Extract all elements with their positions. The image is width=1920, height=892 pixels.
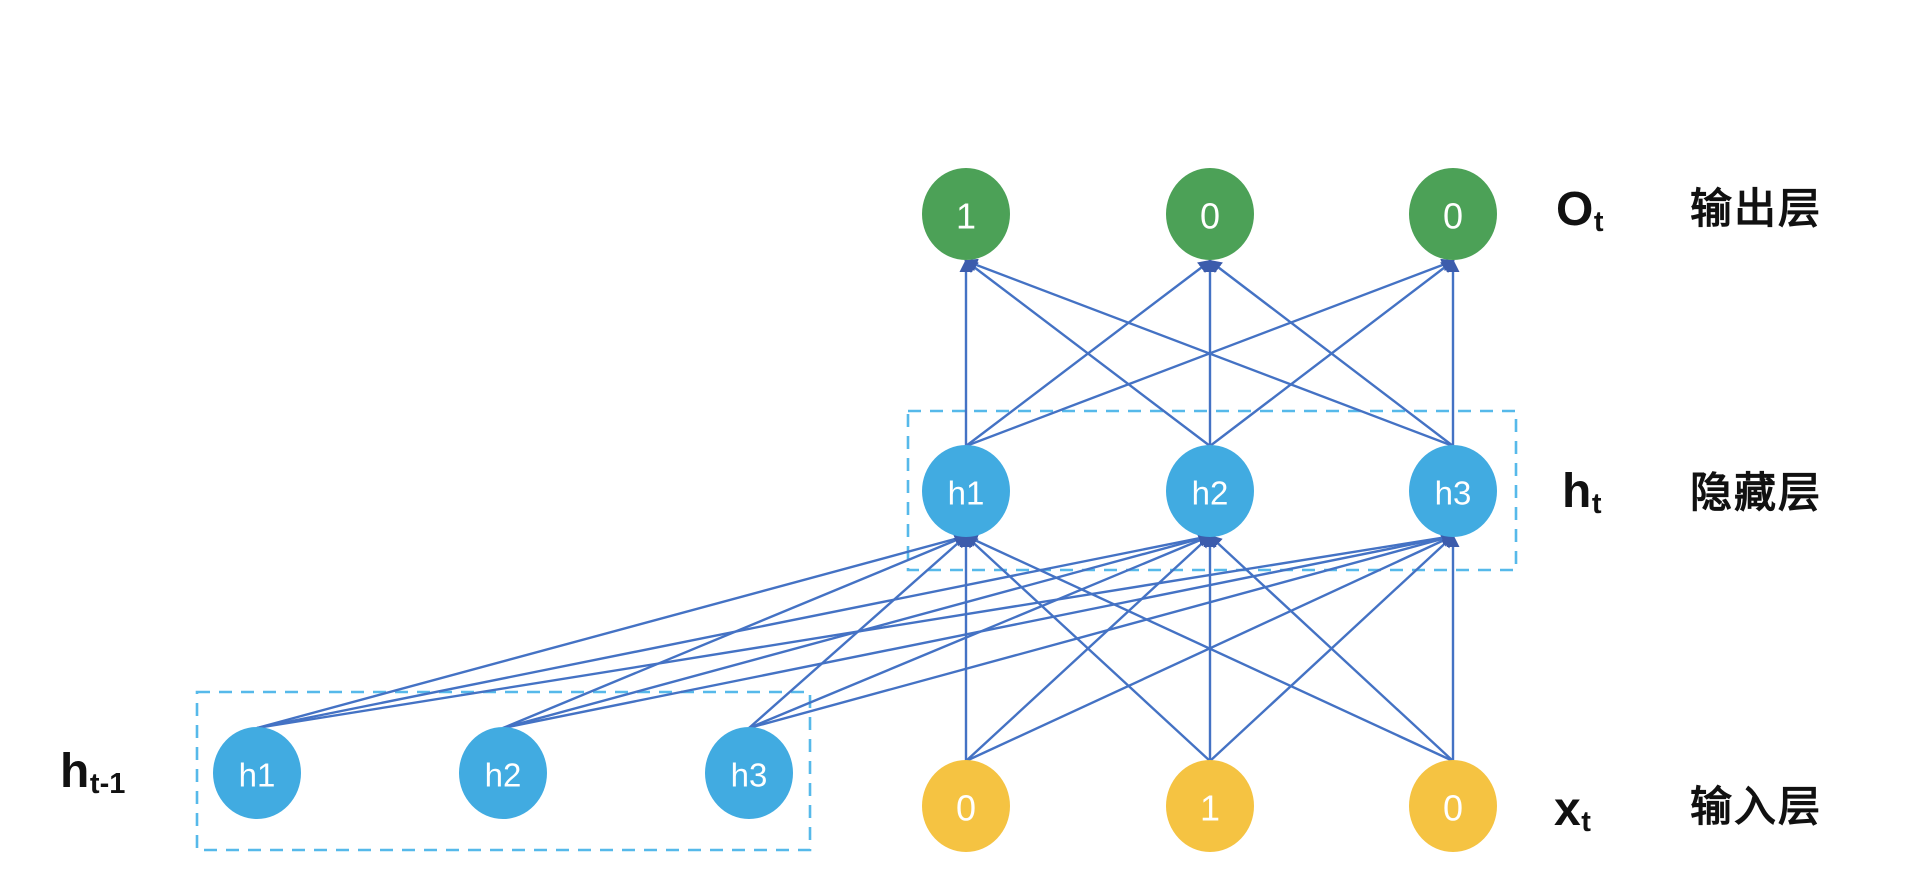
input-node-2-circle bbox=[1166, 760, 1254, 852]
edge-hidden3-to-output1 bbox=[964, 258, 1454, 448]
hidden-layer-dashed-box bbox=[906, 409, 1518, 572]
edge-prevhidden3-to-hidden3 bbox=[748, 532, 1455, 730]
edge-hidden3-to-output2 bbox=[1208, 259, 1454, 447]
hidden-node-1: h1 bbox=[922, 445, 1010, 537]
output-node-1-value: 1 bbox=[956, 196, 976, 237]
prev-hidden-node-1: h1 bbox=[213, 727, 301, 819]
hidden-node-1-value: h1 bbox=[948, 475, 985, 512]
input-node-2: 1 bbox=[1166, 760, 1254, 852]
prev-hidden-node-2-circle bbox=[459, 727, 547, 819]
input-node-1: 0 bbox=[922, 760, 1010, 852]
prev-hidden-node-2: h2 bbox=[459, 727, 547, 819]
edge-prevhidden3-to-hidden2 bbox=[748, 534, 1212, 730]
prev-hidden-dashed-box bbox=[195, 690, 812, 852]
prev-hidden-node-3: h3 bbox=[705, 727, 793, 819]
hidden-symbol-label: ht bbox=[1562, 465, 1602, 521]
input-node-3-value: 0 bbox=[1443, 788, 1463, 829]
prev-hidden-node-1-circle bbox=[213, 727, 301, 819]
output-node-2-circle bbox=[1166, 168, 1254, 260]
prev-hidden-node-1-value: h1 bbox=[239, 757, 276, 794]
output-node-3-circle bbox=[1409, 168, 1497, 260]
output-node-2: 0 bbox=[1166, 168, 1254, 260]
prev-hidden-node-3-value: h3 bbox=[731, 757, 768, 794]
hidden-node-2-circle bbox=[1166, 445, 1254, 537]
hidden-node-2-value: h2 bbox=[1192, 475, 1229, 512]
output-node-1: 1 bbox=[922, 168, 1010, 260]
input-symbol-subscript: t bbox=[1581, 806, 1591, 839]
output-node-3-value: 0 bbox=[1443, 196, 1463, 237]
edge-hidden2-to-output1 bbox=[964, 259, 1211, 447]
input-node-3-circle bbox=[1409, 760, 1497, 852]
input-node-1-value: 0 bbox=[956, 788, 976, 829]
prev-hidden-node-3-circle bbox=[705, 727, 793, 819]
edge-prevhidden1-to-hidden1 bbox=[256, 532, 968, 730]
prev-hidden-symbol-subscript: t-1 bbox=[89, 768, 126, 801]
edge-input3-to-hidden2 bbox=[1208, 534, 1454, 762]
output-symbol-label: Ot bbox=[1556, 183, 1604, 239]
hidden-symbol-subscript: t bbox=[1591, 488, 1602, 521]
input-node-1-circle bbox=[922, 760, 1010, 852]
output-node-1-circle bbox=[922, 168, 1010, 260]
hidden-node-3: h3 bbox=[1409, 445, 1497, 537]
hidden-node-2: h2 bbox=[1166, 445, 1254, 537]
input-layer-label: 输入层 bbox=[1690, 783, 1823, 830]
edge-prevhidden3-to-hidden1 bbox=[748, 534, 968, 729]
input-symbol-label: xt bbox=[1554, 783, 1591, 839]
output-node-3: 0 bbox=[1409, 168, 1497, 260]
hidden-node-3-circle bbox=[1409, 445, 1497, 537]
edge-prevhidden2-to-hidden1 bbox=[502, 534, 968, 730]
input-node-2-value: 1 bbox=[1200, 788, 1220, 829]
output-symbol-subscript: t bbox=[1593, 206, 1604, 239]
hidden-layer-label: 隐藏层 bbox=[1690, 469, 1823, 516]
output-node-2-value: 0 bbox=[1200, 196, 1220, 237]
edge-input3-to-hidden1 bbox=[964, 534, 1454, 763]
output-layer-label: 输出层 bbox=[1690, 185, 1823, 232]
hidden-node-3-value: h3 bbox=[1435, 475, 1472, 512]
edge-input2-to-hidden1 bbox=[964, 534, 1211, 762]
prev-hidden-symbol-label: ht-1 bbox=[60, 745, 126, 801]
hidden-node-1-circle bbox=[922, 445, 1010, 537]
input-node-3: 0 bbox=[1409, 760, 1497, 852]
prev-hidden-node-2-value: h2 bbox=[485, 757, 522, 794]
